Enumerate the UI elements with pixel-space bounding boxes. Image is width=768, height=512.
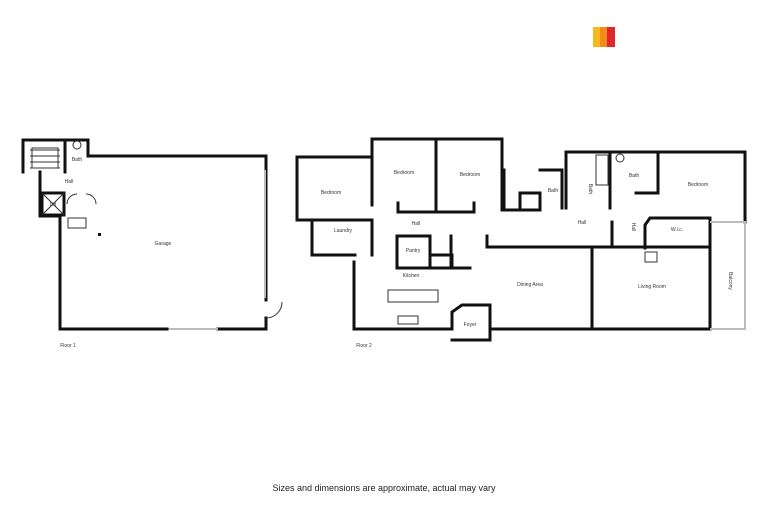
room-label-bath-right: Bath	[629, 173, 640, 179]
room-label-pantry: Pantry	[406, 248, 421, 254]
logo-bar-red	[607, 27, 615, 47]
room-label-bath: Bath	[72, 157, 83, 163]
room-label-hall-main: Hall	[412, 221, 421, 227]
logo	[593, 27, 615, 47]
room-label-dining: Dining Area	[517, 282, 543, 288]
room-label-foyer: Foyer	[464, 322, 477, 328]
room-label-hall-right: Hall	[578, 220, 587, 226]
room-label-bedroom-right: Bedroom	[688, 182, 708, 188]
room-label-living: Living Room	[638, 284, 666, 290]
room-label-bedroom-left: Bedroom	[321, 190, 341, 196]
room-label-lift: Lift	[50, 202, 57, 208]
room-label-garage: Garage	[155, 241, 172, 247]
floor-2-title: Floor 2	[356, 343, 372, 349]
floor-1-title: Floor 1	[60, 343, 76, 349]
logo-bar-yellow	[593, 27, 601, 47]
room-label-balcony: Balcony	[727, 272, 733, 290]
room-label-hall-vertical: Hall	[630, 223, 636, 232]
room-label-bath-ensuite: Bath	[587, 184, 593, 195]
disclaimer-caption: Sizes and dimensions are approximate, ac…	[272, 483, 496, 493]
room-label-kitchen: Kitchen	[403, 273, 420, 279]
floor-2-plan: Bedroom Bedroom Bedroom Laundry Hall Pan…	[295, 137, 747, 349]
room-label-bedroom-mid: Bedroom	[394, 170, 414, 176]
room-label-laundry: Laundry	[334, 228, 353, 234]
room-label-bath-small: Bath	[548, 188, 559, 194]
floor-1-plan: Bath Hall Lift Garage Floor 1	[21, 138, 283, 349]
room-label-bedroom-mid2: Bedroom	[460, 172, 480, 178]
logo-bar-orange	[600, 27, 608, 47]
room-label-hall: Hall	[65, 179, 74, 185]
room-label-wic: W.i.c.	[671, 227, 683, 233]
